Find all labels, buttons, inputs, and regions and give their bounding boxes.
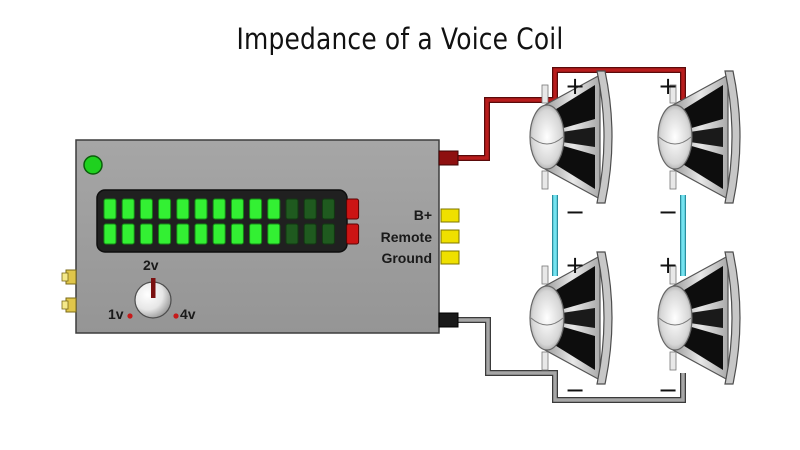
meter-segment bbox=[303, 223, 317, 245]
meter-segment bbox=[139, 198, 153, 220]
rca-inputs bbox=[61, 269, 77, 313]
meter-segment bbox=[194, 223, 208, 245]
speaker-top-right-plus: + bbox=[658, 72, 679, 100]
meter-segment bbox=[249, 223, 263, 245]
meter-segment bbox=[346, 198, 360, 220]
speaker-out-positive bbox=[438, 150, 459, 166]
meter-segment bbox=[321, 223, 335, 245]
speaker-bottom-left-minus: − bbox=[565, 376, 586, 404]
knob-label-1v: 1v bbox=[108, 306, 124, 322]
terminal-ground bbox=[440, 250, 460, 265]
speaker-out-negative bbox=[438, 312, 459, 328]
meter-segment bbox=[346, 223, 360, 245]
power-led bbox=[83, 155, 103, 175]
diagram-title: Impedance of a Voice Coil bbox=[236, 22, 564, 56]
knob-label-4v: 4v bbox=[180, 306, 196, 322]
meter-segment bbox=[267, 223, 281, 245]
speaker-bottom-left-plus: + bbox=[565, 251, 586, 279]
knob-dot-4v bbox=[173, 313, 179, 319]
meter-segment bbox=[194, 198, 208, 220]
speaker-bottom-right-plus: + bbox=[658, 251, 679, 279]
meter-segment bbox=[230, 223, 244, 245]
meter-segment bbox=[267, 198, 281, 220]
speaker-top-left-minus: − bbox=[565, 198, 586, 226]
meter-segments bbox=[103, 198, 360, 245]
knob-dot-1v bbox=[127, 313, 133, 319]
meter-segment bbox=[158, 198, 172, 220]
meter-segment bbox=[121, 198, 135, 220]
meter-segment bbox=[103, 223, 117, 245]
terminal-label-ground: Ground bbox=[381, 250, 432, 266]
meter-segment bbox=[285, 223, 299, 245]
meter-segment bbox=[249, 198, 263, 220]
speaker-top-right-minus: − bbox=[658, 198, 679, 226]
meter-segment bbox=[103, 198, 117, 220]
meter-segment bbox=[176, 223, 190, 245]
terminal-remote bbox=[440, 229, 460, 244]
knob-label-2v: 2v bbox=[143, 257, 159, 273]
meter-segment bbox=[176, 198, 190, 220]
terminal-label-bplus: B+ bbox=[413, 207, 432, 223]
meter-segment bbox=[139, 223, 153, 245]
amplifier bbox=[61, 139, 460, 334]
terminal-bplus bbox=[440, 208, 460, 223]
speaker-bottom-right-minus: − bbox=[658, 376, 679, 404]
meter-segment bbox=[230, 198, 244, 220]
speaker-top-left-plus: + bbox=[565, 72, 586, 100]
coil-link-wires bbox=[552, 195, 686, 276]
meter-segment bbox=[321, 198, 335, 220]
meter-segment bbox=[285, 198, 299, 220]
negative-wire bbox=[457, 317, 686, 403]
meter-segment bbox=[121, 223, 135, 245]
meter-segment bbox=[303, 198, 317, 220]
meter-segment bbox=[212, 223, 226, 245]
terminal-label-remote: Remote bbox=[380, 229, 432, 245]
meter-segment bbox=[158, 223, 172, 245]
meter-segment bbox=[212, 198, 226, 220]
